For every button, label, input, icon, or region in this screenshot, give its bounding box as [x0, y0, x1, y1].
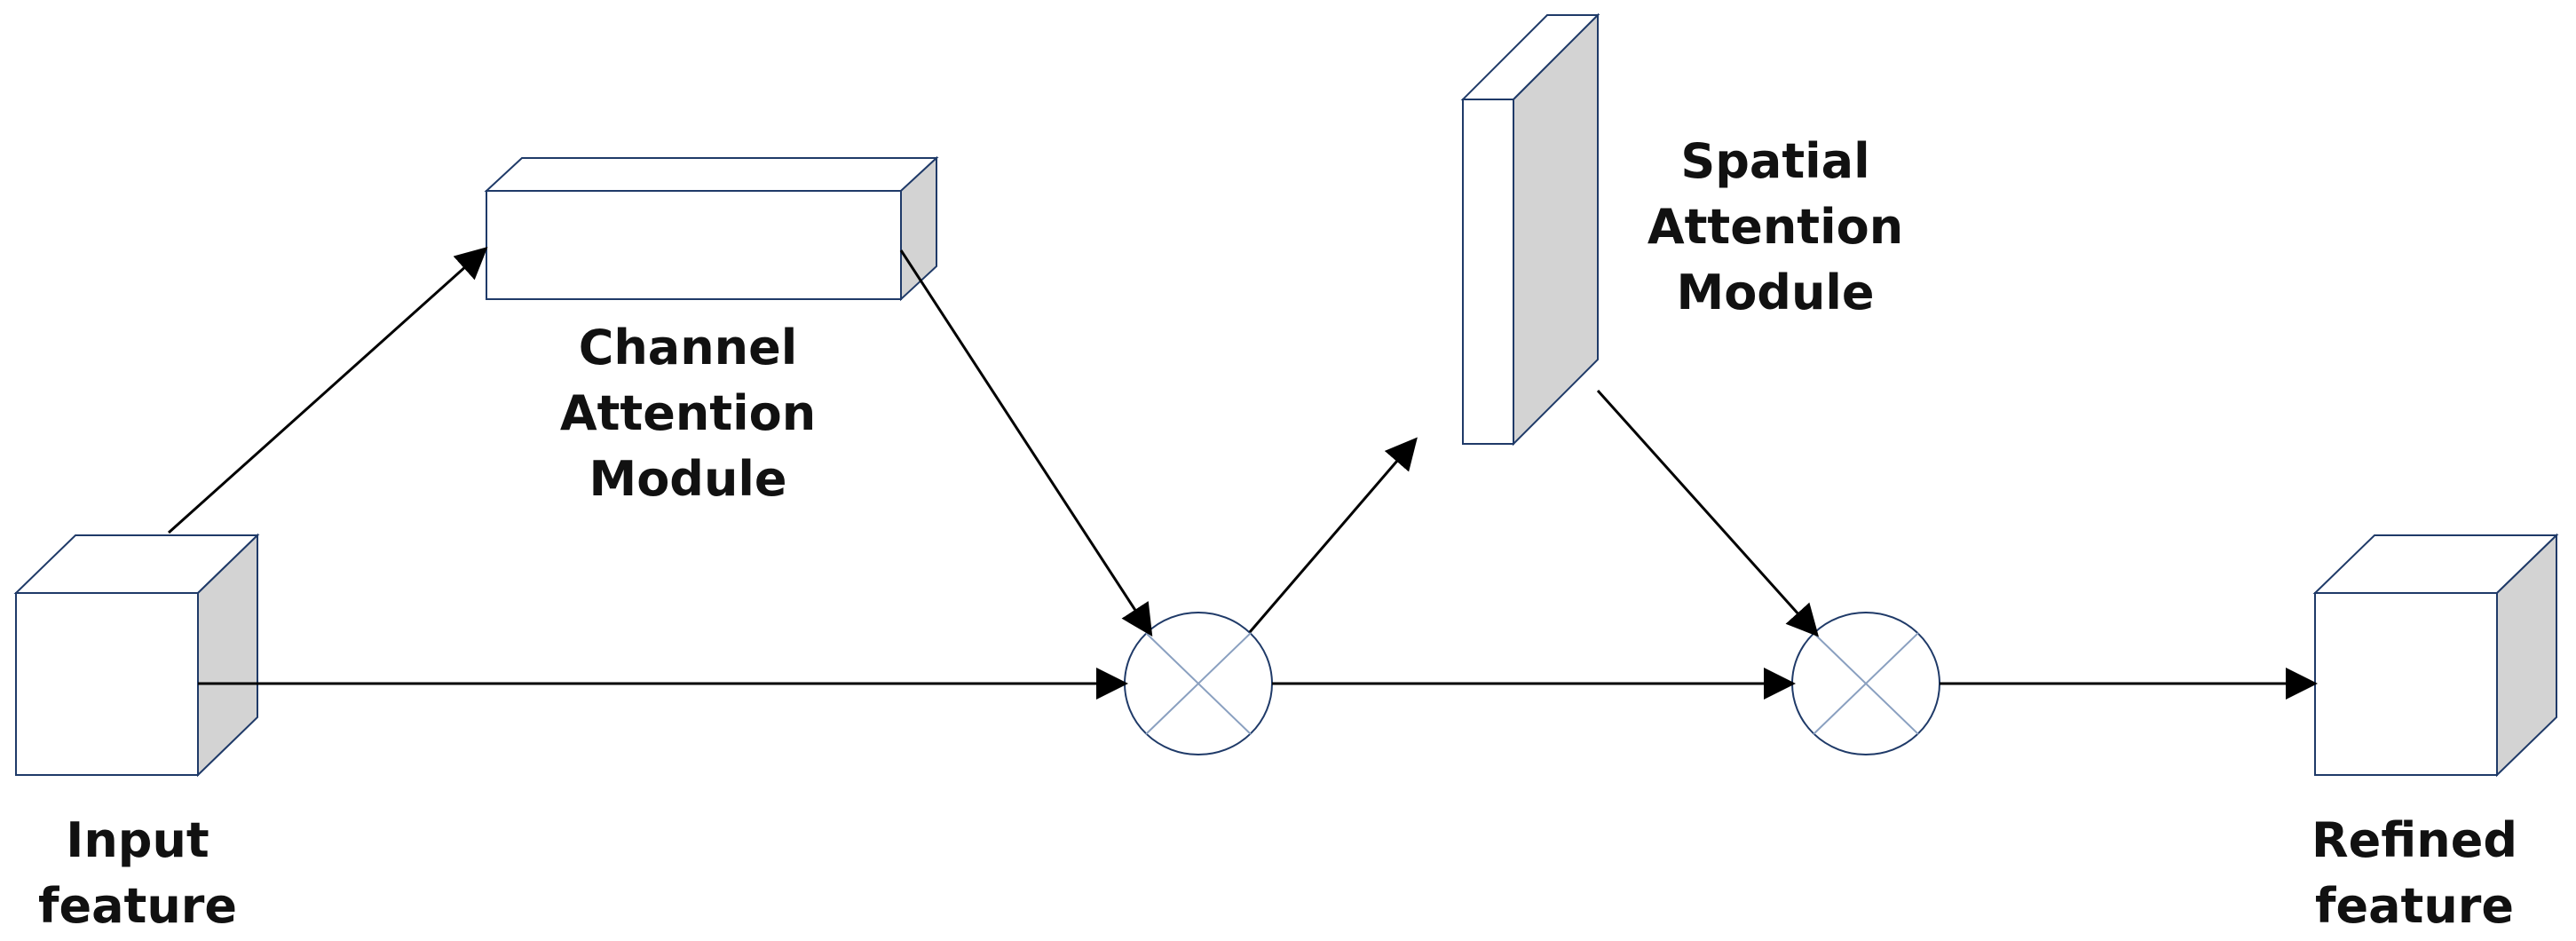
refined-cube-front	[2314, 592, 2498, 776]
input-feature-label-line2: feature	[37, 878, 238, 934]
input-feature-label: Input feature	[31, 808, 244, 939]
spatial-attention-label-line3: Module	[1676, 265, 1875, 320]
input-cube-front	[15, 592, 199, 776]
channel-attention-label-line1: Channel	[578, 320, 798, 376]
connectors	[167, 246, 2318, 700]
spatial-slab-front	[1462, 99, 1514, 445]
channel-prism-front	[486, 190, 902, 300]
arrow-channel-to-multiply-1	[899, 249, 1153, 637]
channel-prism-top	[484, 157, 939, 192]
multiply-icon	[1124, 612, 1273, 755]
arrow-spatial-to-multiply-2	[1596, 389, 1820, 637]
arrow-input-to-channel	[167, 246, 488, 534]
multiply-icon	[1791, 612, 1940, 755]
channel-attention-label-line2: Attention	[559, 385, 817, 441]
channel-attention-prism	[484, 155, 939, 302]
refined-feature-label-line2: feature	[2314, 878, 2515, 934]
spatial-attention-slab	[1460, 12, 1600, 447]
spatial-attention-label-line1: Spatial	[1680, 133, 1870, 189]
arrow-multiply-1-to-spatial	[1248, 437, 1418, 633]
refined-feature-label-line1: Refined	[2311, 812, 2517, 868]
channel-attention-label-line3: Module	[589, 451, 787, 507]
channel-attention-label: Channel Attention Module	[519, 315, 857, 512]
spatial-attention-label-line2: Attention	[1647, 199, 1904, 255]
input-feature-cube	[13, 533, 260, 778]
spatial-attention-label: Spatial Attention Module	[1607, 129, 1944, 326]
refined-feature-cube	[2312, 533, 2559, 778]
refined-feature-label: Refined feature	[2281, 808, 2548, 939]
input-feature-label-line1: Input	[66, 812, 209, 868]
